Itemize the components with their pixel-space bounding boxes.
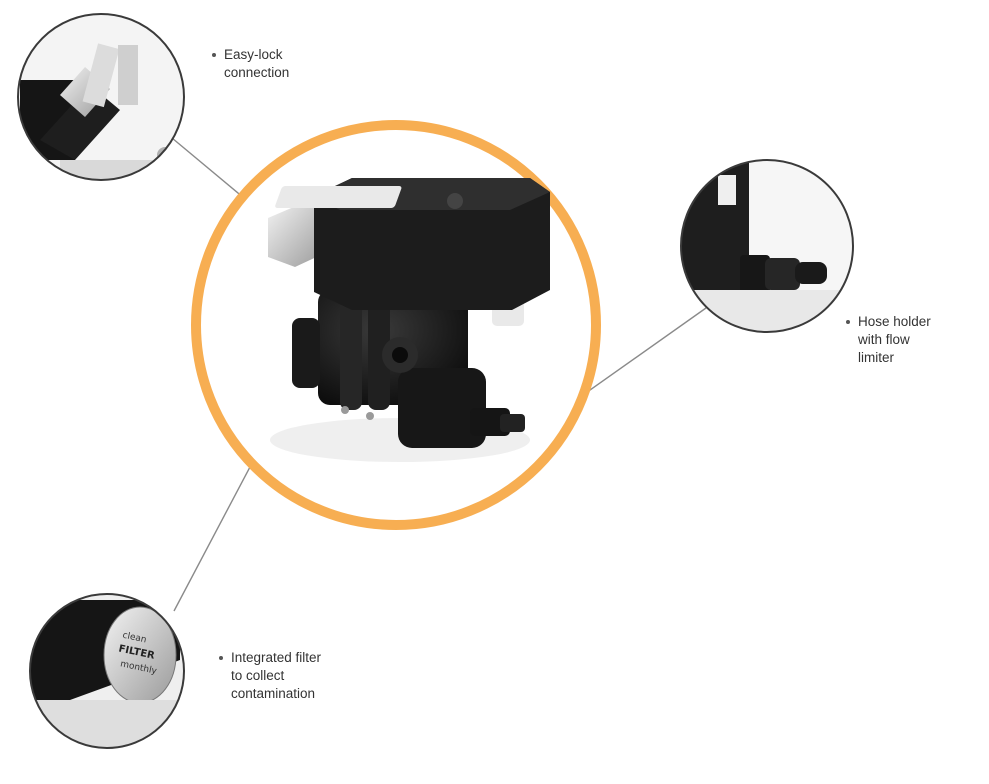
bullet-icon (219, 656, 223, 660)
callout-filter-line2: to collect (231, 668, 285, 683)
device-illustration (268, 178, 550, 462)
detail-magnifier-easy-lock (17, 13, 185, 181)
callout-easy-lock-line1: Easy-lock (224, 47, 283, 62)
bullet-icon (212, 53, 216, 57)
callout-filter-line1: Integrated filter (231, 650, 322, 665)
callout-filter-line3: contamination (231, 686, 316, 701)
callout-hose-line3: limiter (858, 350, 894, 365)
callout-hose-line1: Hose holder (858, 314, 931, 329)
callout-hose: Hose holder with flow limiter (846, 313, 931, 367)
detail-magnifier-filter: clean FILTER monthly (29, 593, 185, 749)
callout-hose-line2: with flow (858, 332, 910, 347)
callout-filter: Integrated filter to collect contaminati… (219, 649, 322, 703)
callout-easy-lock-line2: connection (224, 65, 290, 80)
detail-magnifier-hose (680, 159, 854, 333)
bullet-icon (846, 320, 850, 324)
callout-easy-lock: Easy-lock connection (212, 46, 290, 82)
filter-plate-line1: clean (122, 631, 148, 646)
